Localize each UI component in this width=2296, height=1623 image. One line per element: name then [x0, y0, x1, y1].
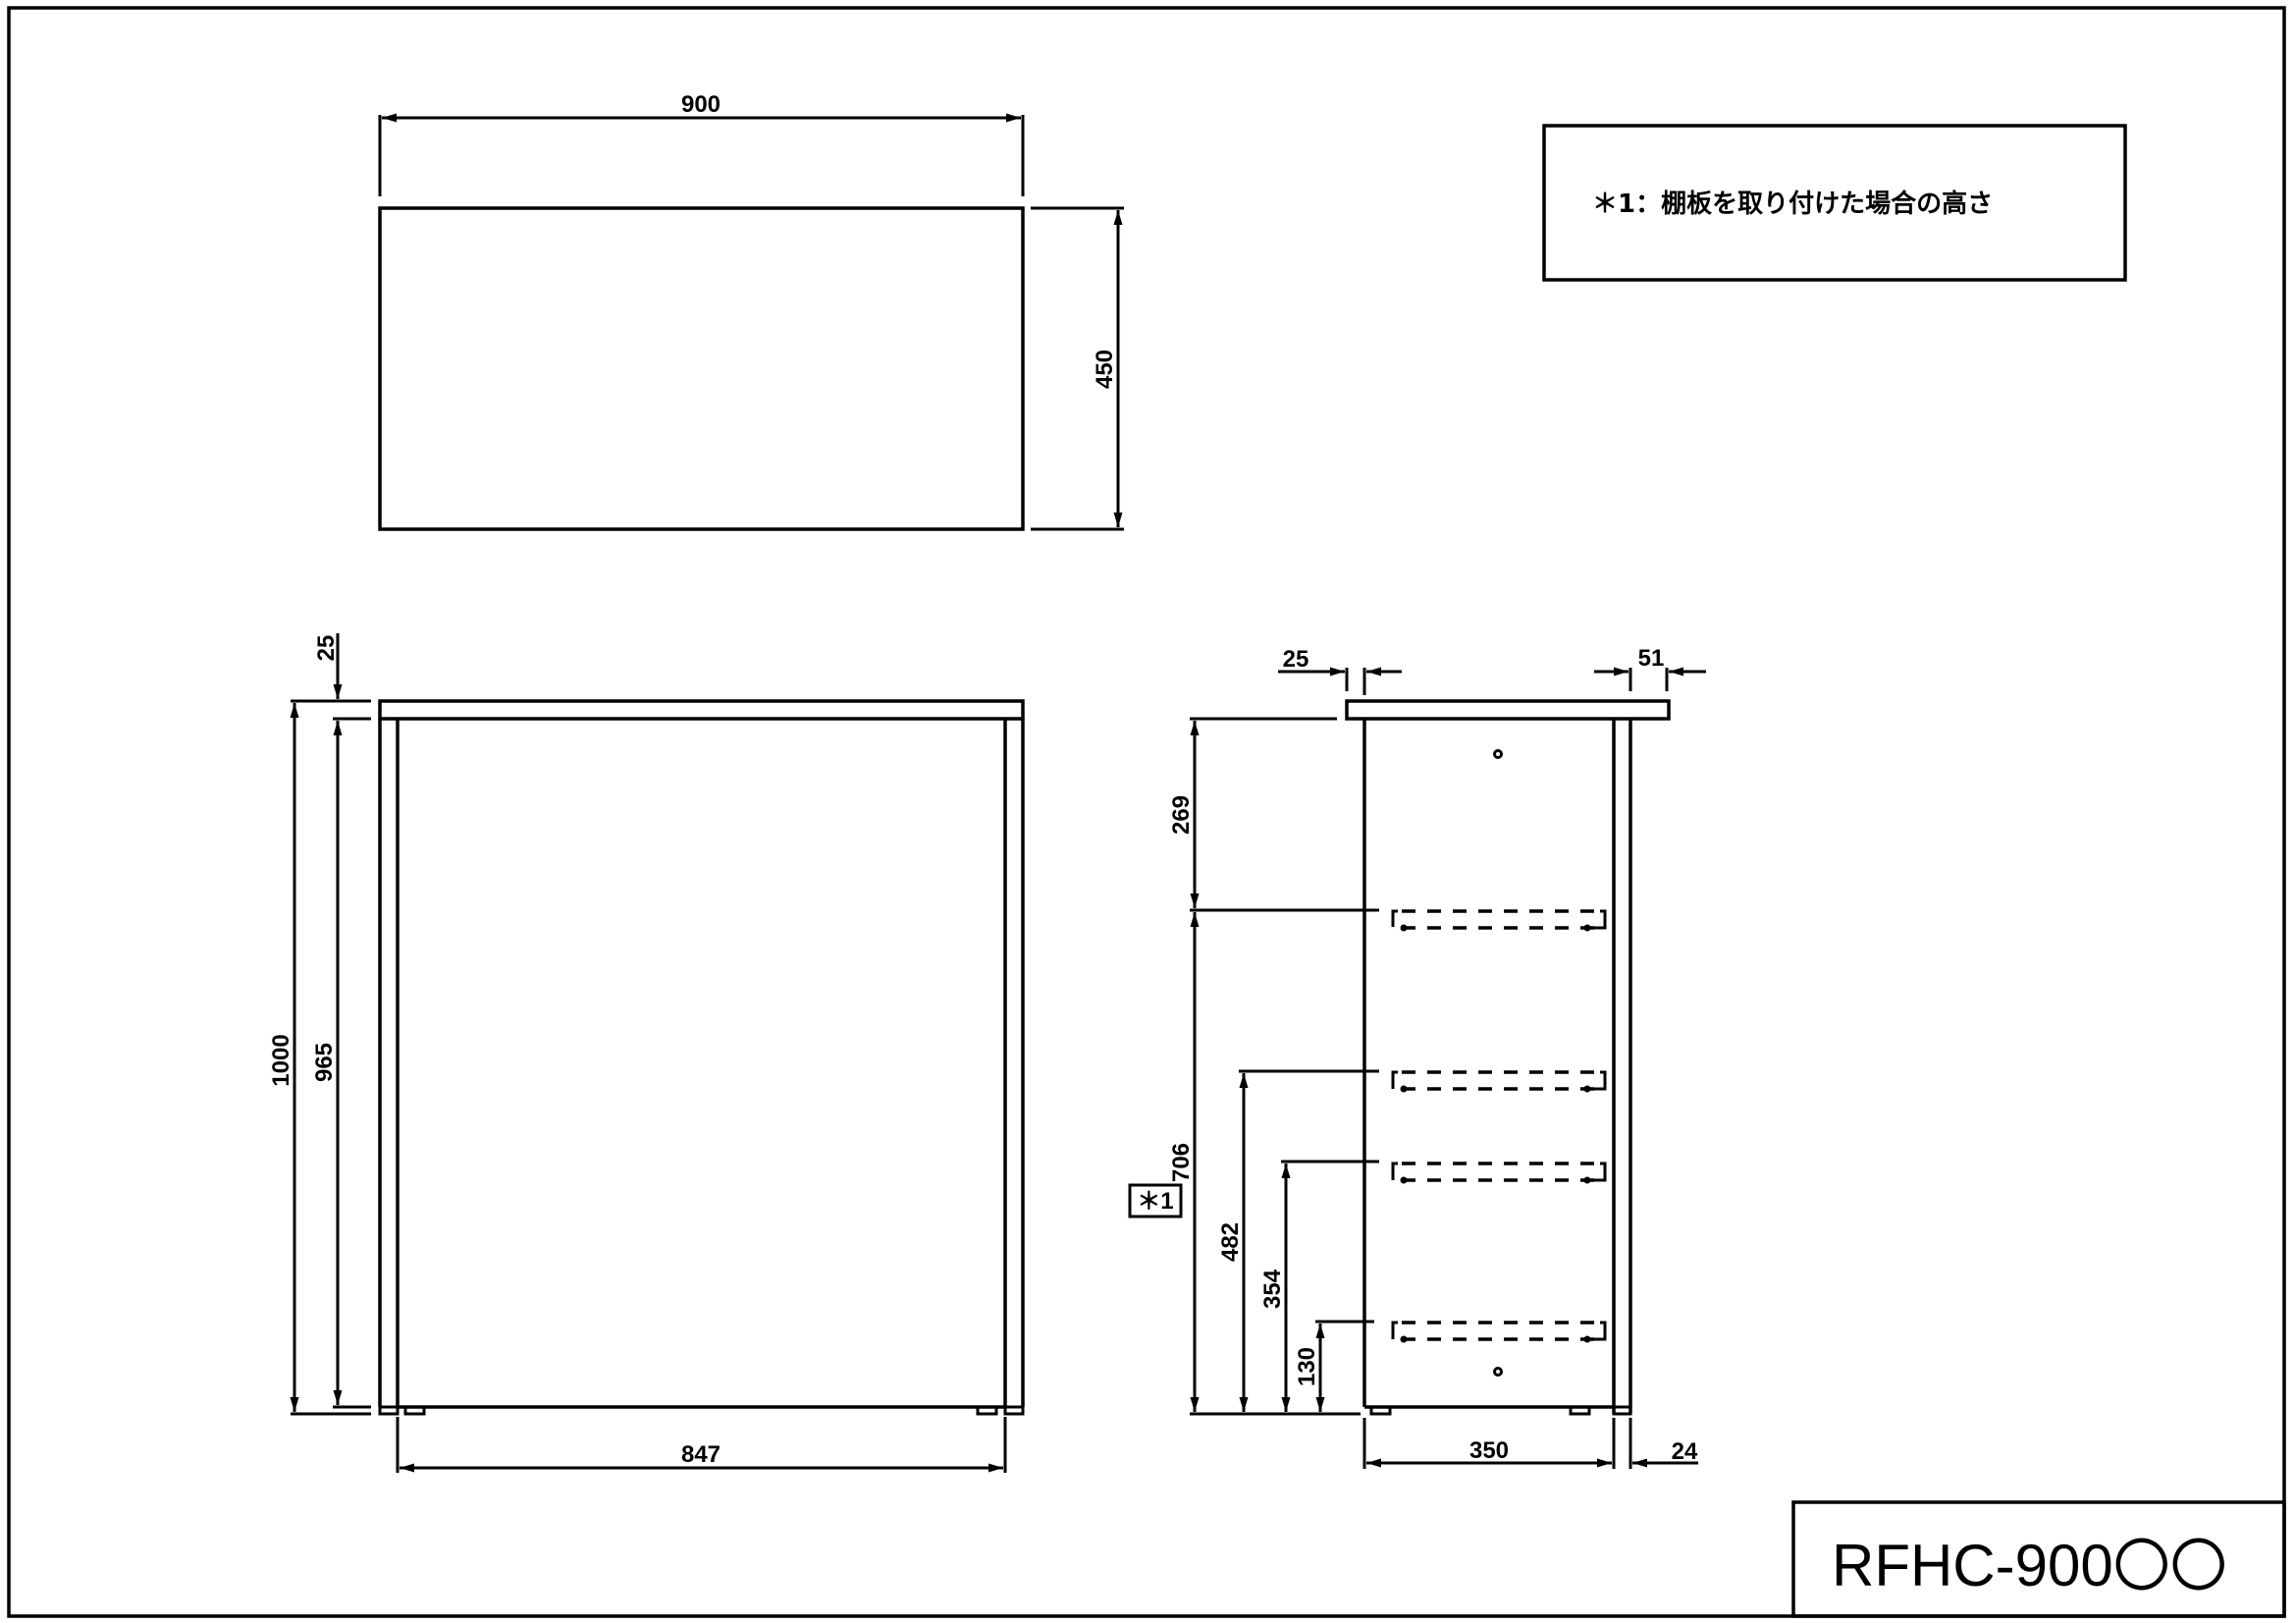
dim-269-label: 269 — [1168, 795, 1195, 835]
top-view: 900 450 — [378, 91, 1124, 531]
shelf-4 — [1391, 1321, 1607, 1343]
dim-706-label: 706 — [1168, 1143, 1195, 1182]
dim-side-25-label: 25 — [1283, 646, 1309, 673]
title-block: RFHC-900〇〇 — [1791, 1500, 2286, 1618]
dim-1000-label: 1000 — [268, 1034, 294, 1086]
dim-482-label: 482 — [1217, 1222, 1244, 1262]
dim-350-label: 350 — [1469, 1437, 1509, 1464]
front-view: 25 1000 965 847 — [268, 633, 1025, 1473]
shelf-2 — [1391, 1070, 1607, 1093]
note-box: ＊1：棚板を取り付けた場合の高さ — [1542, 124, 2127, 282]
dim-965-label: 965 — [311, 1043, 338, 1082]
top-view-outline — [378, 206, 1025, 531]
note-text: ＊1：棚板を取り付けた場合の高さ — [1592, 189, 1993, 219]
side-top-board — [1345, 699, 1671, 721]
dim-847-label: 847 — [681, 1441, 721, 1468]
side-view: 25 51 269 706 ＊1 482 354 130 — [1128, 645, 1706, 1469]
hole-bottom — [1493, 1367, 1503, 1377]
dim-900-label: 900 — [681, 91, 721, 118]
shelf-1 — [1391, 909, 1607, 932]
footnote-marker-box — [1128, 1183, 1183, 1218]
shelf-3 — [1391, 1162, 1607, 1184]
front-top-board — [378, 699, 1025, 721]
dim-450-label: 450 — [1092, 350, 1118, 389]
model-suffix-symbols: 〇〇 — [2113, 1533, 2227, 1599]
model-number: RFHC-900〇〇 — [1832, 1533, 2227, 1599]
dim-front-25-label: 25 — [313, 635, 340, 662]
hole-top — [1493, 749, 1503, 759]
sheet-border — [7, 6, 2286, 1618]
dim-354-label: 354 — [1259, 1269, 1286, 1309]
dim-24-label: 24 — [1672, 1438, 1698, 1465]
footnote-marker-label: ＊1 — [1137, 1188, 1173, 1215]
dim-side-51-label: 51 — [1638, 645, 1665, 672]
dim-130-label: 130 — [1294, 1347, 1320, 1386]
